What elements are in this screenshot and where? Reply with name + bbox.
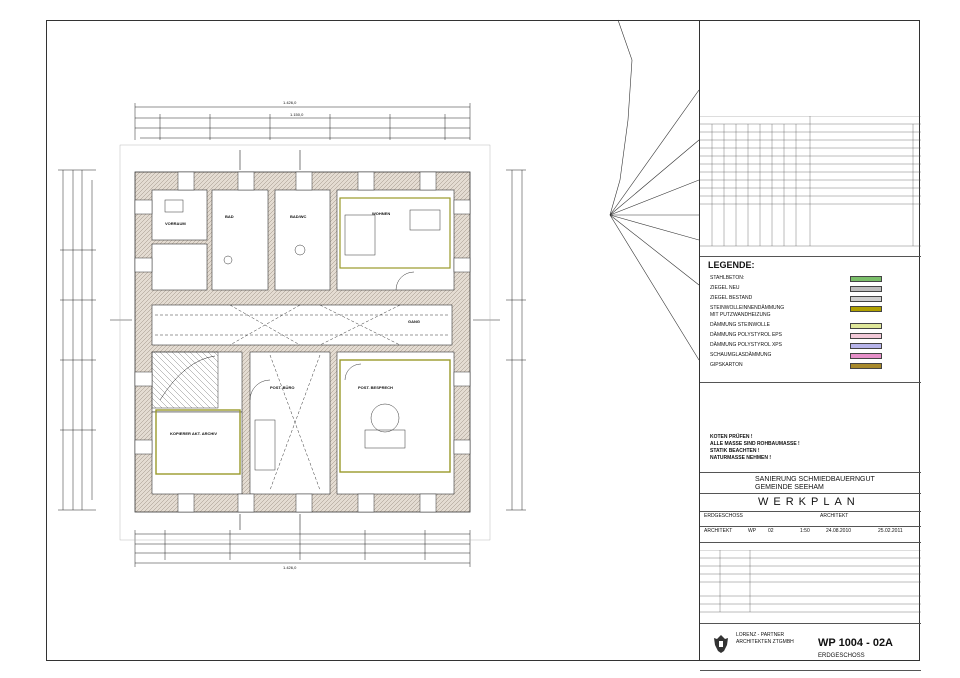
legend-item-label: STEINWOLLEINNENDÄMMUNG <box>710 305 785 311</box>
note-1: KOTEN PRÜFEN ! <box>710 434 753 440</box>
note-3: STATIK BEACHTEN ! <box>710 448 760 454</box>
legend-swatch <box>850 296 882 302</box>
legend-item-label: ZIEGEL NEU <box>710 285 740 291</box>
legend-item-label: DÄMMUNG POLYSTYROL EPS <box>710 332 782 338</box>
office-name-2: ARCHITEKTEN ZTGMBH <box>736 639 794 645</box>
note-2: ALLE MASSE SIND ROHBAUMASSE ! <box>710 441 800 447</box>
dim-top-inner: 1.150,0 <box>290 112 304 117</box>
right-dimension-lines <box>506 169 526 511</box>
architect-field: ARCHITEKT <box>704 528 733 534</box>
dim-top-total: 1.426,0 <box>283 100 297 105</box>
room-label-wohnen: WOHNEN <box>372 211 391 216</box>
legend-item-label: STAHLBETON: <box>710 275 745 281</box>
architect-label: ARCHITEKT <box>820 513 849 519</box>
legend-item-label: ZIEGEL BESTAND <box>710 295 753 301</box>
room-label-vorraum: VORRAUM <box>165 221 186 226</box>
date-1: 24.08.2010 <box>826 528 852 534</box>
austria-eagle-logo-icon <box>714 635 728 653</box>
scale: 1:50 <box>800 528 810 534</box>
legend-swatch <box>850 286 882 292</box>
windows <box>134 171 471 513</box>
legend-item-label: DÄMMUNG POLYSTYROL XPS <box>710 342 782 348</box>
sheet-frame <box>46 20 920 661</box>
legend-title: LEGENDE: <box>708 260 755 270</box>
stairs <box>151 351 219 409</box>
room-label-buero: POST. BÜRO <box>270 385 295 390</box>
note-4: NATURMASSE NEHMEN ! <box>710 455 772 461</box>
werkplan-label: WERKPLAN <box>758 496 860 508</box>
top-dimension-lines <box>134 103 471 140</box>
room-label-bad: BAD <box>225 214 234 219</box>
office-name-1: LORENZ - PARTNER <box>736 632 785 638</box>
floor-plan-drawing <box>58 19 700 567</box>
rooms <box>151 189 455 495</box>
project-title: SANIERUNG SCHMIEDBAUERNGUT <box>755 476 875 483</box>
archive-outline <box>155 409 241 475</box>
plan-number: WP 1004 - 02A <box>818 637 894 649</box>
room-label-bad-wc: BAD/WC <box>290 214 307 219</box>
plan-index-grid <box>700 550 921 613</box>
dim-bottom-total: 1.426,0 <box>283 565 297 570</box>
legend-item-label: GIPSKARTON <box>710 362 743 368</box>
left-dimension-lines <box>58 169 96 511</box>
legend-swatch <box>850 363 882 369</box>
legend-swatch <box>850 333 882 339</box>
room-label-archiv: KOPIERER AKT. ARCHIV <box>170 431 218 436</box>
legend-swatch <box>850 323 882 329</box>
legend-item-label: SCHAUMGLASDÄMMUNG <box>710 352 772 358</box>
corridor-lines <box>155 304 450 491</box>
legend-item-label-2: MIT PUTZWANDHEIZUNG <box>710 312 771 318</box>
perspective-lines <box>609 19 700 361</box>
bottom-dimension-lines <box>134 530 471 567</box>
section-axes <box>110 150 500 530</box>
title-block: LEGENDE: STAHLBETON: ZIEGEL NEU ZIEGEL BES… <box>699 20 921 671</box>
legend-swatch <box>850 353 882 359</box>
revision-grid <box>700 116 921 247</box>
date-2: 25.02.2011 <box>878 528 903 534</box>
room-label-besprech: POST. BESPRECH <box>358 385 393 390</box>
legend-swatch <box>850 343 882 349</box>
room-label-gang: GANG <box>408 319 420 324</box>
legend-swatch <box>850 306 882 312</box>
furniture <box>164 199 441 471</box>
project-municipality: GEMEINDE SEEHAM <box>755 484 824 491</box>
plan-floor: ERDGESCHOSS <box>818 653 865 659</box>
legend-swatch <box>850 276 882 282</box>
wp-label: WP <box>748 528 757 534</box>
legend-item-label: DÄMMUNG STEINWOLLE <box>710 322 771 328</box>
floor-label: ERDGESCHOSS <box>704 513 743 519</box>
wp-number: 02 <box>768 528 774 534</box>
